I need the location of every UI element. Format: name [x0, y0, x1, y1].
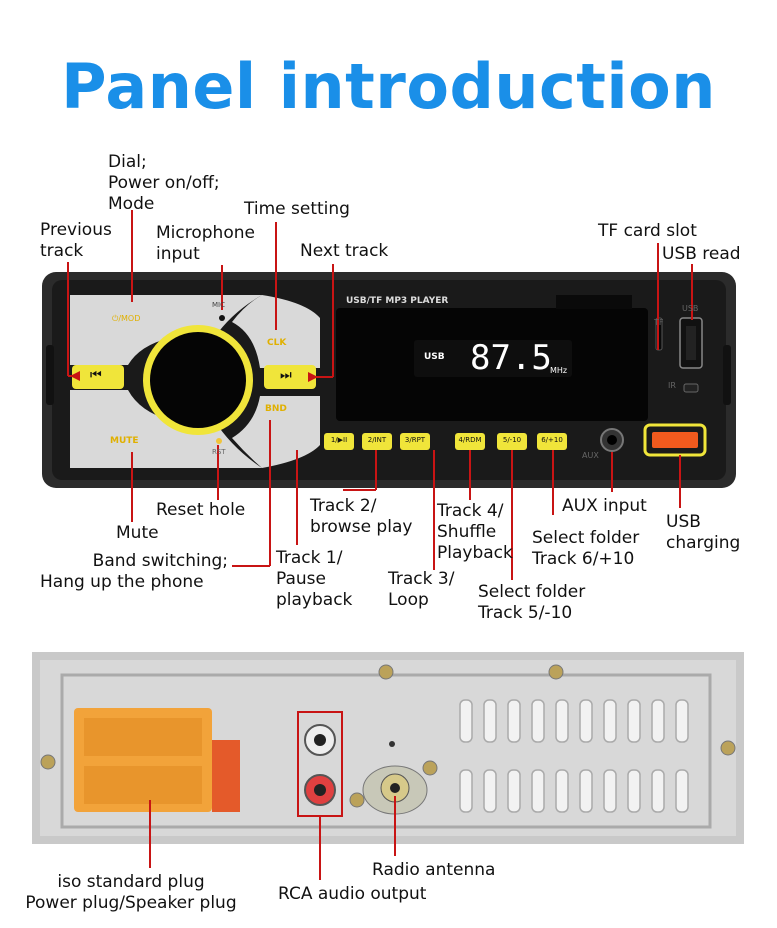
rear-leader-lines — [149, 796, 396, 880]
dial-knob — [150, 332, 246, 428]
label-track4: Track 4/ Shuffle Playback — [437, 501, 513, 563]
button-3[interactable]: 3/RPT — [404, 436, 426, 444]
label-rca-output: RCA audio output — [278, 884, 427, 904]
rst-label: RST — [212, 448, 226, 456]
page-title: Panel introduction — [61, 50, 716, 123]
button-1[interactable]: 1/▶II — [330, 436, 348, 444]
next-key — [264, 365, 316, 389]
ir-label: IR — [668, 381, 676, 390]
mute-key-plate — [70, 390, 262, 468]
label-dial: Dial; Power on/off; Mode — [108, 152, 220, 214]
aux-port-label: AUX — [582, 451, 599, 460]
display-source: USB — [424, 352, 445, 362]
tf-label: TF — [654, 318, 664, 327]
mode-key-label[interactable]: ⏻/MOD — [112, 314, 141, 323]
label-usb-charging: USB charging — [666, 512, 741, 553]
button-6[interactable]: 6/+10 — [541, 436, 563, 444]
next-track-icon[interactable]: ⏭ — [280, 368, 292, 383]
reset-hole — [216, 438, 222, 444]
label-mute: Mute — [116, 523, 159, 543]
display-unit: MHz — [550, 366, 568, 375]
display-frequency: 87.5 — [470, 338, 552, 378]
label-track3: Track 3/ Loop — [388, 569, 455, 610]
label-aux-input: AUX input — [562, 496, 647, 516]
button-5[interactable]: 5/-10 — [502, 436, 522, 444]
front-leader-lines — [67, 210, 693, 580]
button-2[interactable]: 2/INT — [367, 436, 387, 444]
label-iso-plug: iso standard plug Power plug/Speaker plu… — [25, 872, 237, 913]
label-microphone: Microphone input — [156, 223, 255, 264]
number-buttons — [324, 433, 567, 450]
prev-key — [72, 365, 124, 389]
label-hang-up: Hang up the phone — [40, 572, 204, 592]
label-track2: Track 2/ browse play — [310, 496, 413, 537]
device-header-text: USB/TF MP3 PLAYER — [346, 296, 449, 306]
label-time-setting: Time setting — [244, 199, 350, 219]
label-track1: Track 1/ Pause playback — [276, 548, 353, 610]
mic-hole — [219, 315, 225, 321]
bnd-key-label[interactable]: BND — [265, 404, 287, 414]
usb-port-label: USB — [682, 304, 699, 313]
iso-plug — [74, 708, 240, 812]
vent-slots — [459, 699, 689, 813]
label-reset-hole: Reset hole — [156, 500, 246, 520]
mute-key-label[interactable]: MUTE — [110, 436, 139, 446]
label-track5: Select folder Track 5/-10 — [478, 582, 586, 623]
usb-charging-port — [643, 423, 707, 457]
label-previous-track: Previous track — [40, 220, 112, 261]
button-4[interactable]: 4/RDM — [458, 436, 482, 444]
mode-key-plate — [70, 295, 262, 365]
label-band-switching: Band switching; — [92, 551, 228, 571]
clk-key-label[interactable]: CLK — [267, 338, 287, 348]
label-radio-antenna: Radio antenna — [372, 860, 496, 880]
label-usb-read: USB read — [662, 244, 741, 264]
label-track6: Select folder Track 6/+10 — [532, 528, 640, 569]
mic-label: MIC — [212, 301, 225, 309]
label-tf-card-slot: TF card slot — [598, 221, 697, 241]
prev-track-icon[interactable]: ⏮ — [90, 368, 102, 383]
label-next-track: Next track — [300, 241, 389, 261]
